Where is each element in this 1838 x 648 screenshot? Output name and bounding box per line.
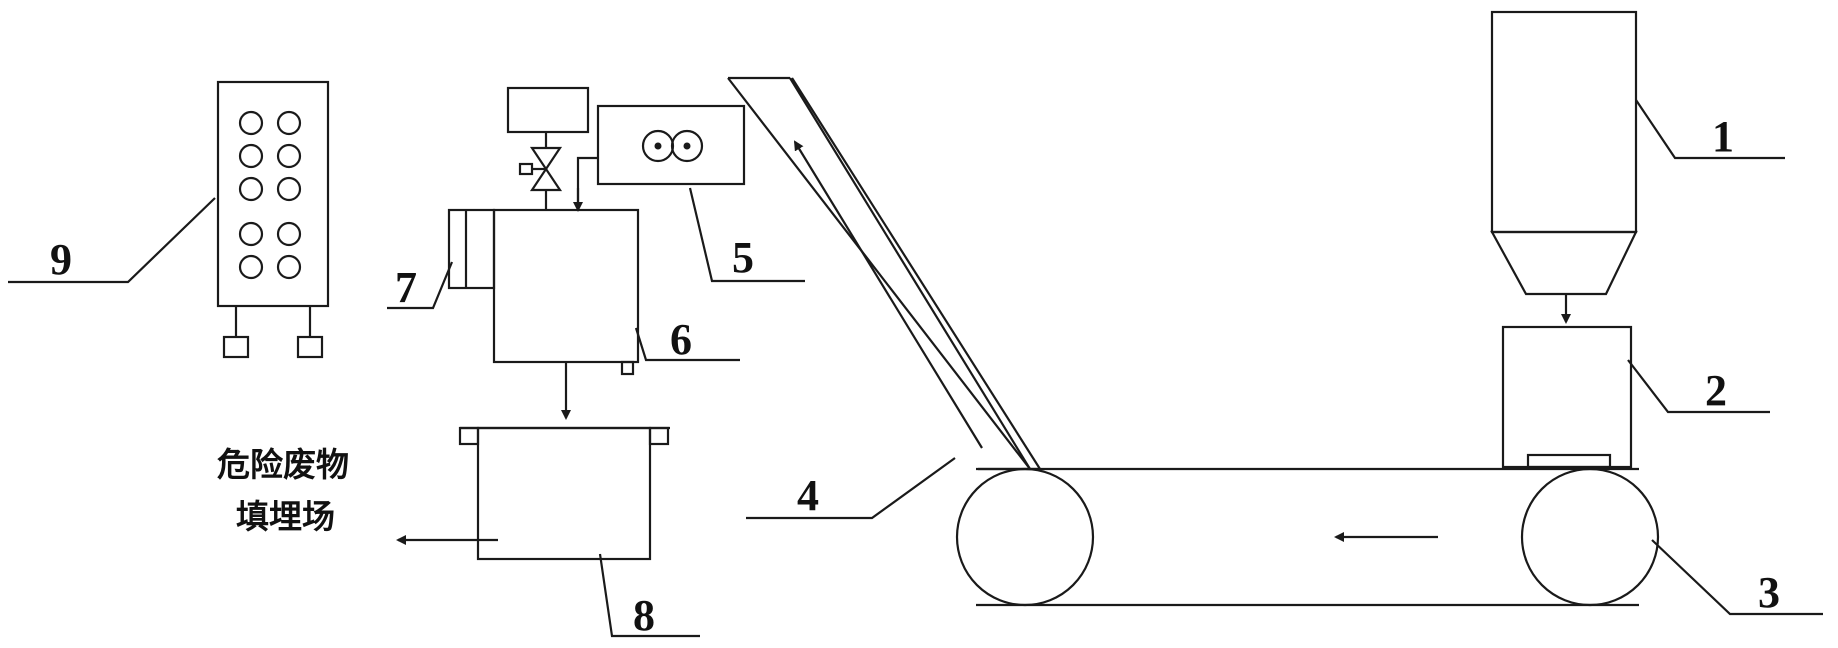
collection-bin <box>396 426 670 561</box>
label-9: 9 <box>50 235 72 284</box>
destination-label-line1: 危险废物 <box>217 445 349 484</box>
valve-assembly <box>506 86 590 210</box>
cabinet-indicator-light <box>276 221 302 247</box>
belt-conveyor <box>955 467 1660 607</box>
cabinet-indicator-light <box>276 143 302 169</box>
label-2: 2 <box>1705 366 1727 415</box>
hopper-silo <box>1490 10 1638 324</box>
label-6: 6 <box>670 315 692 364</box>
receiving-box <box>1501 325 1633 469</box>
mixing-tank <box>492 208 640 420</box>
cabinet-indicator-light <box>276 176 302 202</box>
label-4: 4 <box>797 471 819 520</box>
cabinet-indicator-light <box>238 110 264 136</box>
label-7: 7 <box>395 263 417 312</box>
cabinet-indicator-light <box>238 143 264 169</box>
cabinet-indicator-light <box>238 221 264 247</box>
cabinet-indicator-light <box>238 176 264 202</box>
twin-screw-feeder <box>573 104 746 212</box>
inclined-elevator <box>727 76 1041 471</box>
cabinet-indicator-light <box>276 110 302 136</box>
leader-lines <box>8 99 1823 638</box>
label-1: 1 <box>1712 112 1734 161</box>
side-dosing-unit <box>447 208 496 290</box>
cabinet-indicator-light <box>238 254 264 280</box>
label-3: 3 <box>1758 568 1780 617</box>
elevator-flow-arrow <box>793 140 983 449</box>
destination-label-line2: 填埋场 <box>236 497 335 536</box>
label-5: 5 <box>732 233 754 282</box>
label-8: 8 <box>633 591 655 640</box>
control-cabinet <box>216 80 330 359</box>
cabinet-indicator-light <box>276 254 302 280</box>
